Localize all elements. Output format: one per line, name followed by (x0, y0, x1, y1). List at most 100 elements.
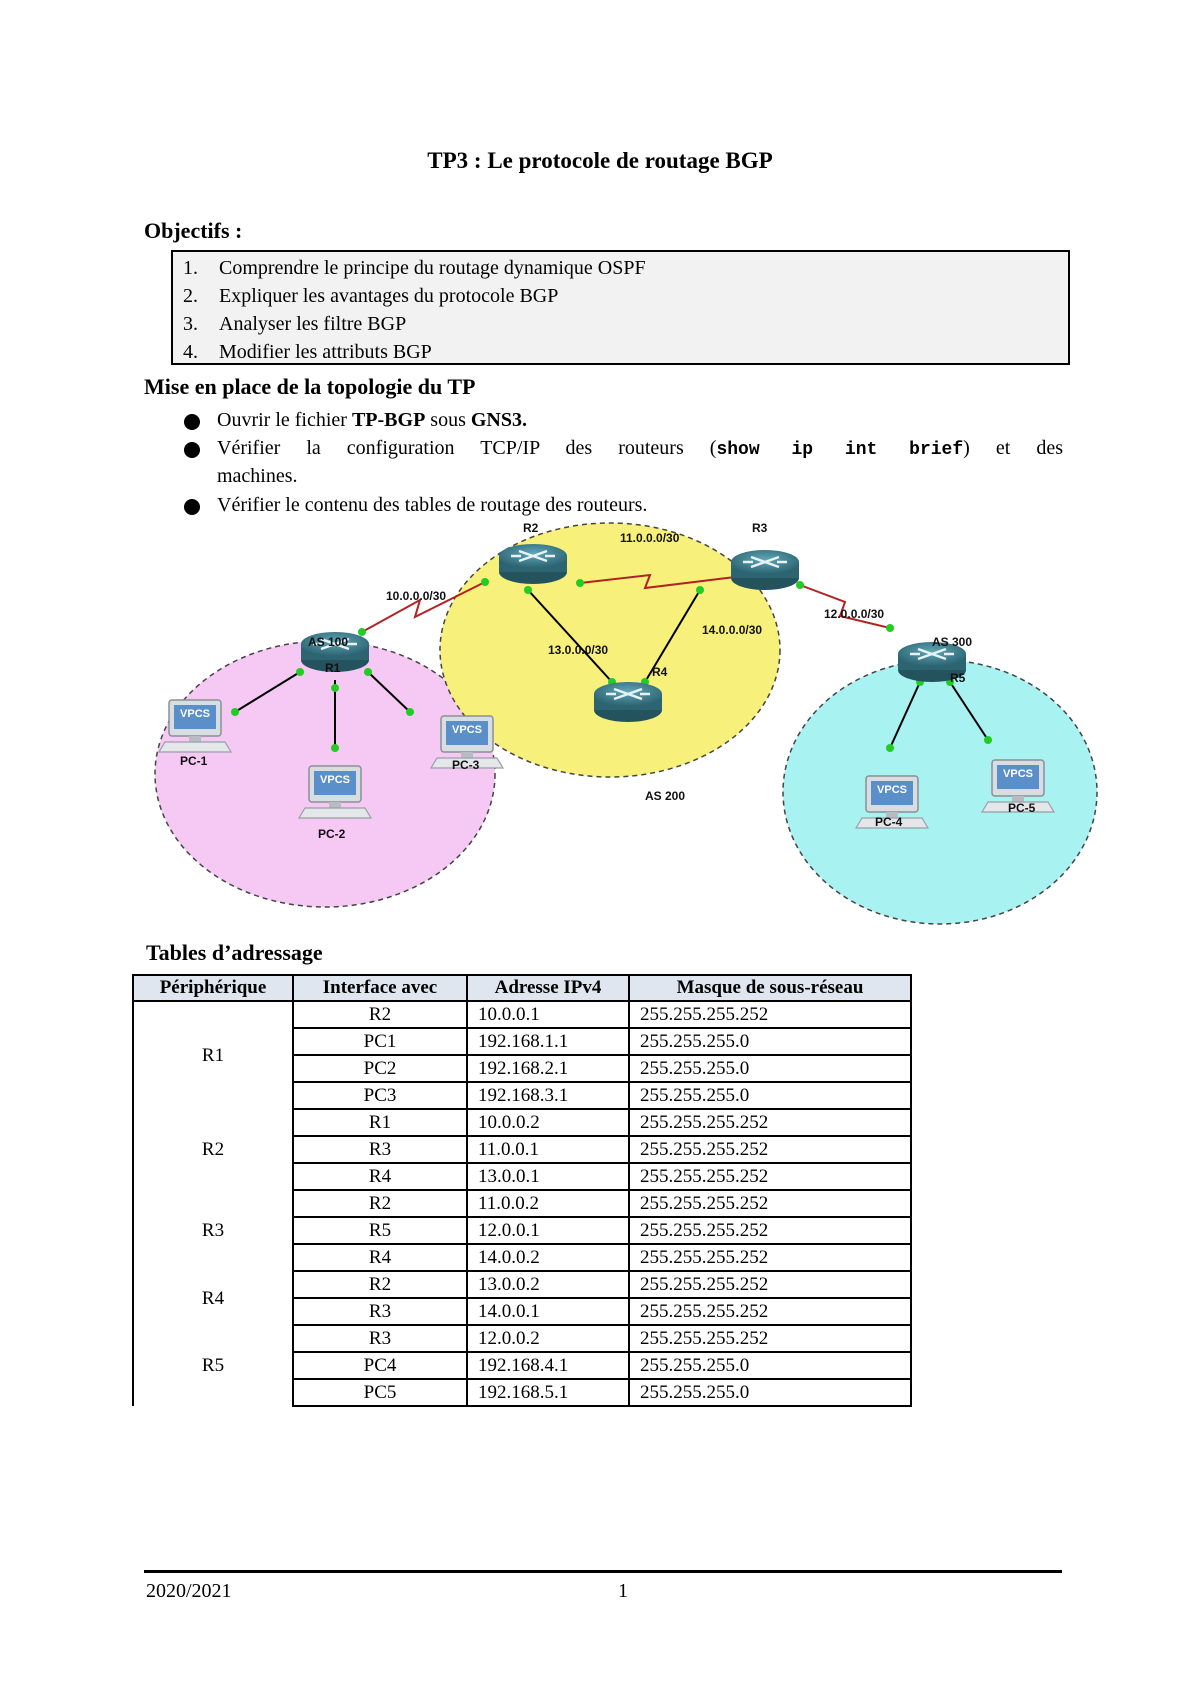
interface-cell: R2 (292, 1270, 468, 1299)
mask-cell: 255.255.255.252 (628, 1108, 912, 1137)
ip-cell: 11.0.0.2 (466, 1189, 630, 1218)
command-text: show ip int brief (716, 440, 964, 460)
router-r4-label: R4 (652, 665, 668, 679)
objective-text: Analyser les filtre BGP (219, 313, 407, 335)
link-12-label: 12.0.0.0/30 (824, 607, 884, 621)
objective-number: 4. (183, 341, 198, 363)
as200-label: AS 200 (645, 789, 685, 803)
bullet-open-file: Ouvrir le fichier TP-BGP sous GNS3. (217, 406, 527, 434)
pc2-label: PC-2 (318, 827, 346, 841)
link-10 (361, 581, 486, 633)
mask-cell: 255.255.255.0 (628, 1081, 912, 1110)
mask-cell: 255.255.255.252 (628, 1162, 912, 1191)
interface-cell: R3 (292, 1297, 468, 1326)
document-title: TP3 : Le protocole de routage BGP (427, 148, 773, 173)
pc1-label: PC-1 (180, 754, 208, 768)
ip-cell: 13.0.0.2 (466, 1270, 630, 1299)
interface-cell: R4 (292, 1243, 468, 1272)
link-14-label: 14.0.0.0/30 (702, 623, 762, 637)
ip-cell: 192.168.5.1 (466, 1378, 630, 1407)
router-r2-label: R2 (523, 521, 539, 535)
mask-cell: 255.255.255.252 (628, 1243, 912, 1272)
device-cell: R3 (132, 1190, 293, 1271)
addressing-table: Périphérique Interface avec Adresse IPv4… (132, 974, 912, 1407)
addressing-heading: Tables d’adressage (146, 940, 323, 965)
bullet-text: Vérifier la configuration TCP/IP des rou… (217, 437, 717, 459)
mask-cell: 255.255.255.252 (628, 1297, 912, 1326)
link-14 (644, 589, 701, 683)
interface-cell: R5 (292, 1216, 468, 1245)
objective-number: 2. (183, 285, 198, 307)
pc4-label: PC-4 (875, 815, 903, 829)
link-11 (579, 573, 736, 590)
interface-cell: PC2 (292, 1054, 468, 1083)
vpcs-label: VPCS (320, 774, 350, 786)
ip-cell: 13.0.0.1 (466, 1162, 630, 1191)
mask-cell: 255.255.255.252 (628, 1216, 912, 1245)
mask-cell: 255.255.255.252 (628, 1189, 912, 1218)
device-cell: R1 (132, 1001, 293, 1109)
objective-number: 1. (183, 257, 198, 279)
vpcs-label: VPCS (877, 784, 907, 796)
bullet-text: Ouvrir le fichier (217, 409, 352, 431)
link-13-label: 13.0.0.0/30 (548, 643, 608, 657)
link-pc1 (234, 671, 301, 713)
objective-text: Modifier les attributs BGP (219, 341, 432, 363)
as100-label: AS 100 (308, 635, 348, 649)
bullet-text: sous (425, 409, 471, 431)
objective-item: 1. Comprendre le principe du routage dyna… (183, 254, 646, 282)
objective-text: Comprendre le principe du routage dynami… (219, 257, 646, 279)
bullet-verify-tables: Vérifier le contenu des tables de routag… (217, 494, 648, 516)
link-pc5 (949, 681, 989, 741)
vpcs-label: VPCS (1003, 768, 1033, 780)
header-mask: Masque de sous-réseau (628, 974, 912, 1002)
setup-heading: Mise en place de la topologie du TP (144, 374, 476, 399)
link-pc4 (889, 681, 921, 749)
pc3-icon: VPCS (430, 715, 504, 769)
as200-zone (439, 522, 781, 778)
mask-cell: 255.255.255.252 (628, 1000, 912, 1029)
link-10-label: 10.0.0.0/30 (386, 589, 446, 603)
interface-cell: R1 (292, 1108, 468, 1137)
link-12 (799, 584, 891, 629)
bullet-continuation: machines. (217, 465, 298, 487)
interface-cell: PC3 (292, 1081, 468, 1110)
objective-item: 4. Modifier les attributs BGP (183, 338, 432, 366)
header-device: Périphérique (132, 974, 294, 1002)
file-name: TP-BGP (351, 409, 426, 431)
mask-cell: 255.255.255.252 (628, 1270, 912, 1299)
interface-cell: PC5 (292, 1378, 468, 1407)
device-cell: R4 (132, 1271, 293, 1325)
pc1-icon: VPCS (158, 699, 232, 753)
objective-item: 3.Analyser les filtre BGP (183, 310, 406, 338)
bullet-icon (184, 499, 200, 515)
ip-cell: 12.0.0.2 (466, 1324, 630, 1353)
objectives-heading: Objectifs : (144, 218, 243, 243)
device-cell: R2 (132, 1109, 293, 1190)
as300-label: AS 300 (932, 635, 972, 649)
ip-cell: 10.0.0.1 (466, 1000, 630, 1029)
mask-cell: 255.255.255.0 (628, 1351, 912, 1380)
objective-text: Expliquer les avantages du protocole BGP (219, 285, 559, 307)
ip-cell: 10.0.0.2 (466, 1108, 630, 1137)
pc3-label: PC-3 (452, 758, 480, 772)
link-pc3 (367, 671, 411, 713)
objective-item: 2. Expliquer les avantages du protocole B… (183, 282, 558, 310)
header-interface: Interface avec (292, 974, 468, 1002)
router-r1-label: R1 (325, 661, 341, 675)
vpcs-label: VPCS (180, 708, 210, 720)
router-r3-label: R3 (752, 521, 768, 535)
ip-cell: 192.168.4.1 (466, 1351, 630, 1380)
footer-divider (144, 1570, 1062, 1573)
footer-year: 2020/2021 (146, 1580, 232, 1602)
pc5-icon: VPCS (981, 759, 1055, 813)
interface-cell: PC1 (292, 1027, 468, 1056)
